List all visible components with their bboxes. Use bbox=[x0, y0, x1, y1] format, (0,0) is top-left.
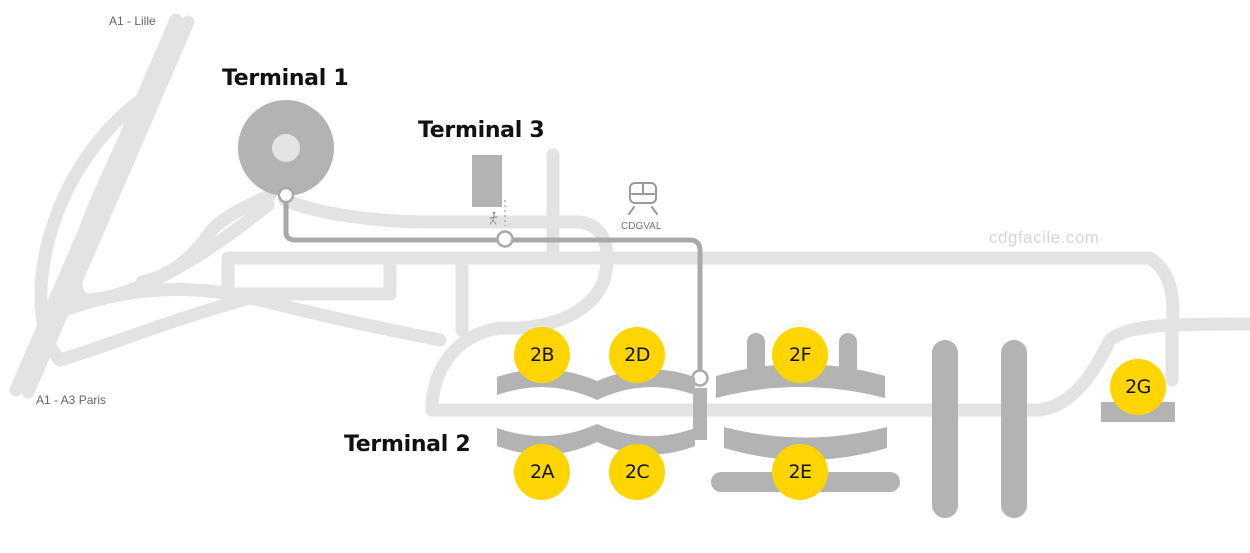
pedestrian-icon bbox=[489, 211, 498, 225]
hall-2f-pier-left bbox=[747, 333, 765, 383]
terminal-1-label: Terminal 1 bbox=[222, 66, 349, 91]
satellite-pier-1 bbox=[932, 340, 958, 518]
terminal-3-building bbox=[472, 155, 502, 207]
satellite-pier-2 bbox=[1001, 340, 1027, 518]
hall-2b-badge[interactable]: 2B bbox=[514, 327, 570, 383]
watermark: cdgfacile.com bbox=[989, 228, 1100, 247]
central-loop bbox=[221, 251, 397, 301]
terminal-2-label: Terminal 2 bbox=[344, 432, 471, 457]
terminal1-ramp bbox=[135, 188, 277, 289]
hall-2a-badge[interactable]: 2A bbox=[514, 444, 570, 500]
hall-2c-badge[interactable]: 2C bbox=[609, 444, 665, 500]
hall-2g-badge[interactable]: 2G bbox=[1110, 359, 1166, 415]
loop-road-west bbox=[34, 88, 257, 367]
road-label-a1-lille: A1 - Lille bbox=[109, 14, 156, 28]
highway-a1-lane-right bbox=[21, 15, 195, 399]
hall-2e-badge[interactable]: 2E bbox=[772, 444, 828, 500]
train-icon bbox=[628, 182, 658, 215]
hall-2f-pier-right bbox=[839, 333, 857, 383]
cdgval-label: CDGVAL bbox=[621, 221, 662, 232]
terminal-1-building bbox=[238, 100, 334, 196]
road-label-a1-a3-paris: A1 - A3 Paris bbox=[36, 393, 107, 407]
cdgval-line bbox=[283, 196, 703, 378]
road-network bbox=[9, 13, 1250, 417]
cdgval-station-terminal1 bbox=[277, 186, 295, 204]
hall-2d-badge[interactable]: 2D bbox=[609, 327, 665, 383]
central-road-north bbox=[278, 193, 614, 335]
hall-2e-building bbox=[724, 427, 887, 460]
terminal-3-label: Terminal 3 bbox=[418, 118, 545, 143]
hall-2f-badge[interactable]: 2F bbox=[772, 327, 828, 383]
terminal-2-station-building bbox=[693, 388, 707, 440]
terminal-2-buildings bbox=[497, 333, 1175, 518]
cdgval-station-terminal3 bbox=[496, 230, 514, 248]
terminal2-loop bbox=[425, 317, 1250, 417]
